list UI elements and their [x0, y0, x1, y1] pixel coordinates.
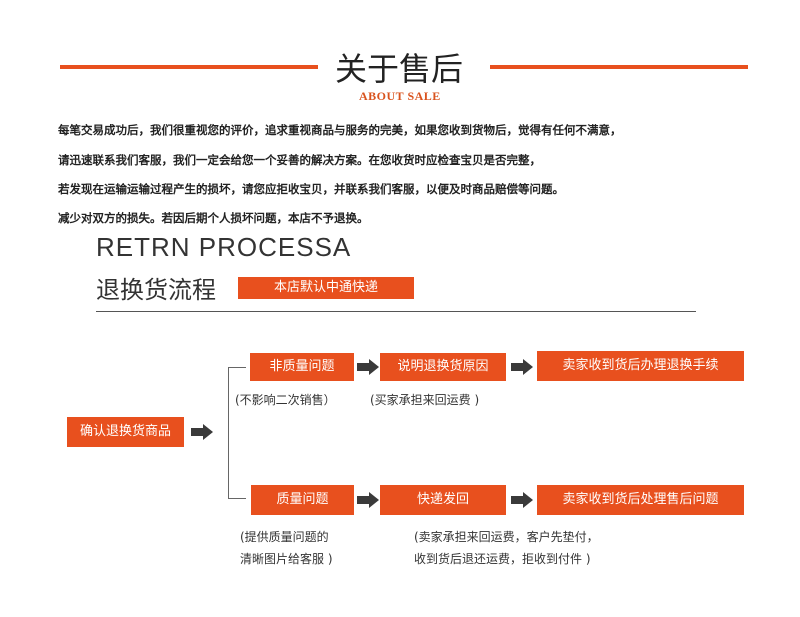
- branch-bottom-connector: [228, 498, 246, 499]
- bottom-note-2-line-2: 收到货后退还运费，拒收到付件 ): [414, 552, 591, 566]
- page-title: 关于售后: [335, 50, 464, 88]
- top-step1-box: 非质量问题: [250, 353, 354, 381]
- bottom-note-1-line-2: 清晰图片给客服 ): [240, 552, 333, 566]
- arrow-right-icon: [511, 492, 533, 508]
- process-divider: [96, 311, 696, 312]
- bottom-step1-box: 质量问题: [251, 485, 354, 515]
- top-step3-box: 卖家收到货后办理退换手续: [537, 351, 744, 381]
- arrow-right-icon: [191, 424, 213, 440]
- header-right-rule: [490, 65, 748, 69]
- bottom-step2-box: 快递发回: [380, 485, 506, 515]
- arrow-right-icon: [511, 359, 533, 375]
- top-note-2: (买家承担来回运费 ): [370, 393, 480, 407]
- process-heading-en: RETRN PROCESSA: [96, 232, 352, 262]
- bottom-note-1-line-1: (提供质量问题的: [240, 530, 329, 544]
- top-note-1: (不影响二次销售）: [235, 393, 336, 407]
- branch-connector: [228, 367, 229, 498]
- header-left-rule: [60, 65, 318, 69]
- intro-line-3: 若发现在运输运输过程产生的损坏，请您应拒收宝贝，并联系我们客服，以便及时商品赔偿…: [58, 182, 564, 196]
- bottom-note-2-line-1: (卖家承担来回运费，客户先垫付，: [414, 530, 599, 544]
- top-step2-box: 说明退换货原因: [380, 353, 506, 381]
- page-subtitle: ABOUT SALE: [359, 89, 441, 103]
- arrow-right-icon: [357, 359, 379, 375]
- courier-badge: 本店默认中通快递: [238, 277, 414, 299]
- branch-top-connector: [228, 367, 246, 368]
- flow-start-box: 确认退换货商品: [67, 417, 184, 447]
- process-heading-cn: 退换货流程: [96, 276, 216, 304]
- intro-line-4: 减少对双方的损失。若因后期个人损坏问题，本店不予退换。: [58, 211, 369, 225]
- arrow-right-icon: [357, 492, 379, 508]
- bottom-step3-box: 卖家收到货后处理售后问题: [537, 485, 744, 515]
- intro-line-2: 请迅速联系我们客服，我们一定会给您一个妥善的解决方案。在您收货时应检查宝贝是否完…: [58, 153, 541, 167]
- intro-line-1: 每笔交易成功后，我们很重视您的评价，追求重视商品与服务的完美，如果您收到货物后，…: [58, 123, 622, 137]
